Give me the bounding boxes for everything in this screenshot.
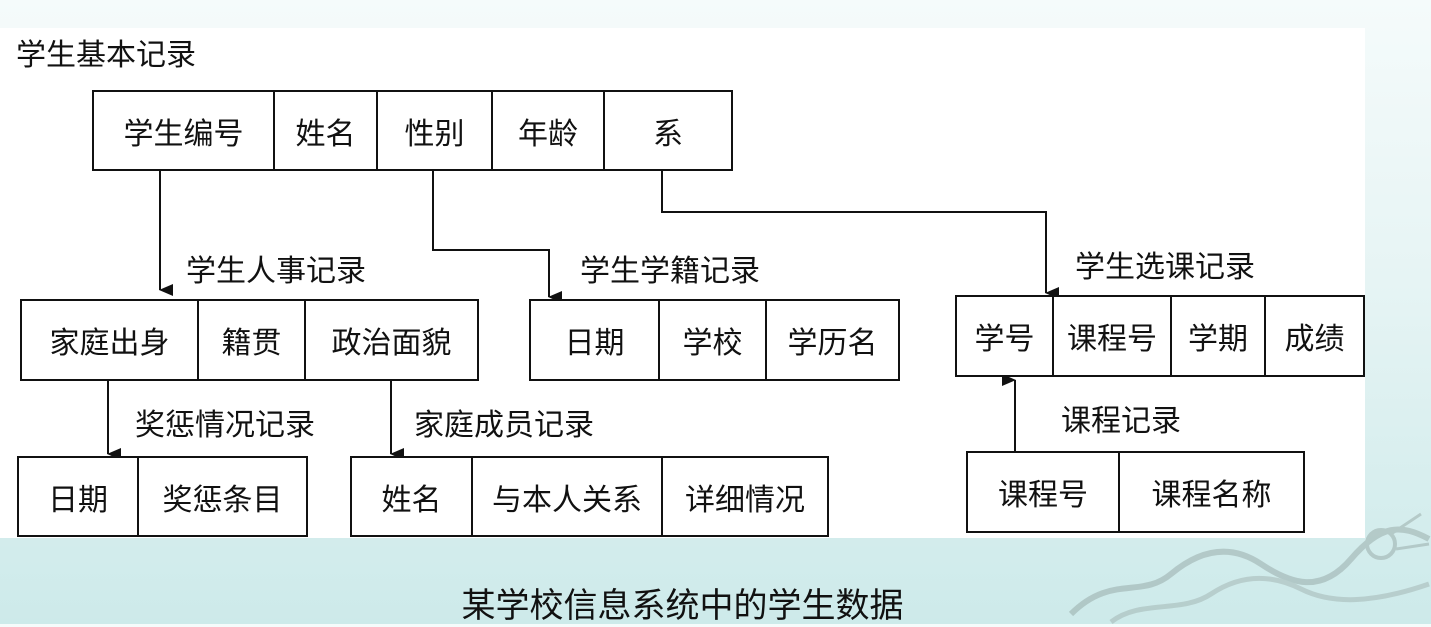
field-course-name: 课程名称 <box>1151 478 1272 513</box>
field-reward-date: 日期 <box>19 458 139 535</box>
field-relationship: 与本人关系 <box>473 458 663 535</box>
field-name: 姓名 <box>275 92 378 169</box>
rewards-record-title: 奖惩情况记录 <box>135 408 315 443</box>
field-native-place: 籍贯 <box>199 301 306 379</box>
course-record-title: 课程记录 <box>1061 404 1181 439</box>
figure-caption: 某学校信息系统中的学生数据 <box>461 586 904 626</box>
rewards-record-table: 日期 奖惩条目 <box>17 456 308 537</box>
field-course-id: 课程号 <box>1054 297 1172 375</box>
field-political-status: 政治面貌 <box>331 326 452 361</box>
field-term: 学期 <box>1172 297 1266 375</box>
field-age: 年龄 <box>493 92 605 169</box>
personnel-record-table: 家庭出身 籍贯 政治面貌 <box>20 299 479 381</box>
field-date: 日期 <box>531 301 660 379</box>
field-grade: 成绩 <box>1284 322 1345 357</box>
field-department: 系 <box>653 116 683 152</box>
course-selection-record-title: 学生选课记录 <box>1075 250 1255 285</box>
field-school: 学校 <box>660 301 767 379</box>
enrollment-record-table: 日期 学校 学历名 <box>529 299 900 381</box>
field-details: 详细情况 <box>685 482 805 518</box>
dragon-ornament-icon <box>1068 512 1431 624</box>
field-gender: 性别 <box>378 92 493 169</box>
field-course-number: 课程号 <box>968 453 1120 531</box>
course-selection-record-table: 学号 课程号 学期 成绩 <box>955 295 1365 377</box>
family-record-table: 姓名 与本人关系 详细情况 <box>350 456 829 537</box>
field-student-id: 学生编号 <box>94 92 275 169</box>
field-reward-item: 奖惩条目 <box>162 482 283 518</box>
field-student-number: 学号 <box>957 297 1054 375</box>
field-member-name: 姓名 <box>352 458 473 535</box>
field-family-background: 家庭出身 <box>22 301 199 379</box>
basic-record-title: 学生基本记录 <box>16 38 196 73</box>
course-record-table: 课程号 课程名称 <box>966 451 1305 533</box>
field-degree-name: 学历名 <box>787 326 878 361</box>
enrollment-record-title: 学生学籍记录 <box>580 254 760 289</box>
personnel-record-title: 学生人事记录 <box>186 254 366 289</box>
basic-record-table: 学生编号 姓名 性别 年龄 系 <box>92 90 733 171</box>
family-record-title: 家庭成员记录 <box>414 408 594 443</box>
